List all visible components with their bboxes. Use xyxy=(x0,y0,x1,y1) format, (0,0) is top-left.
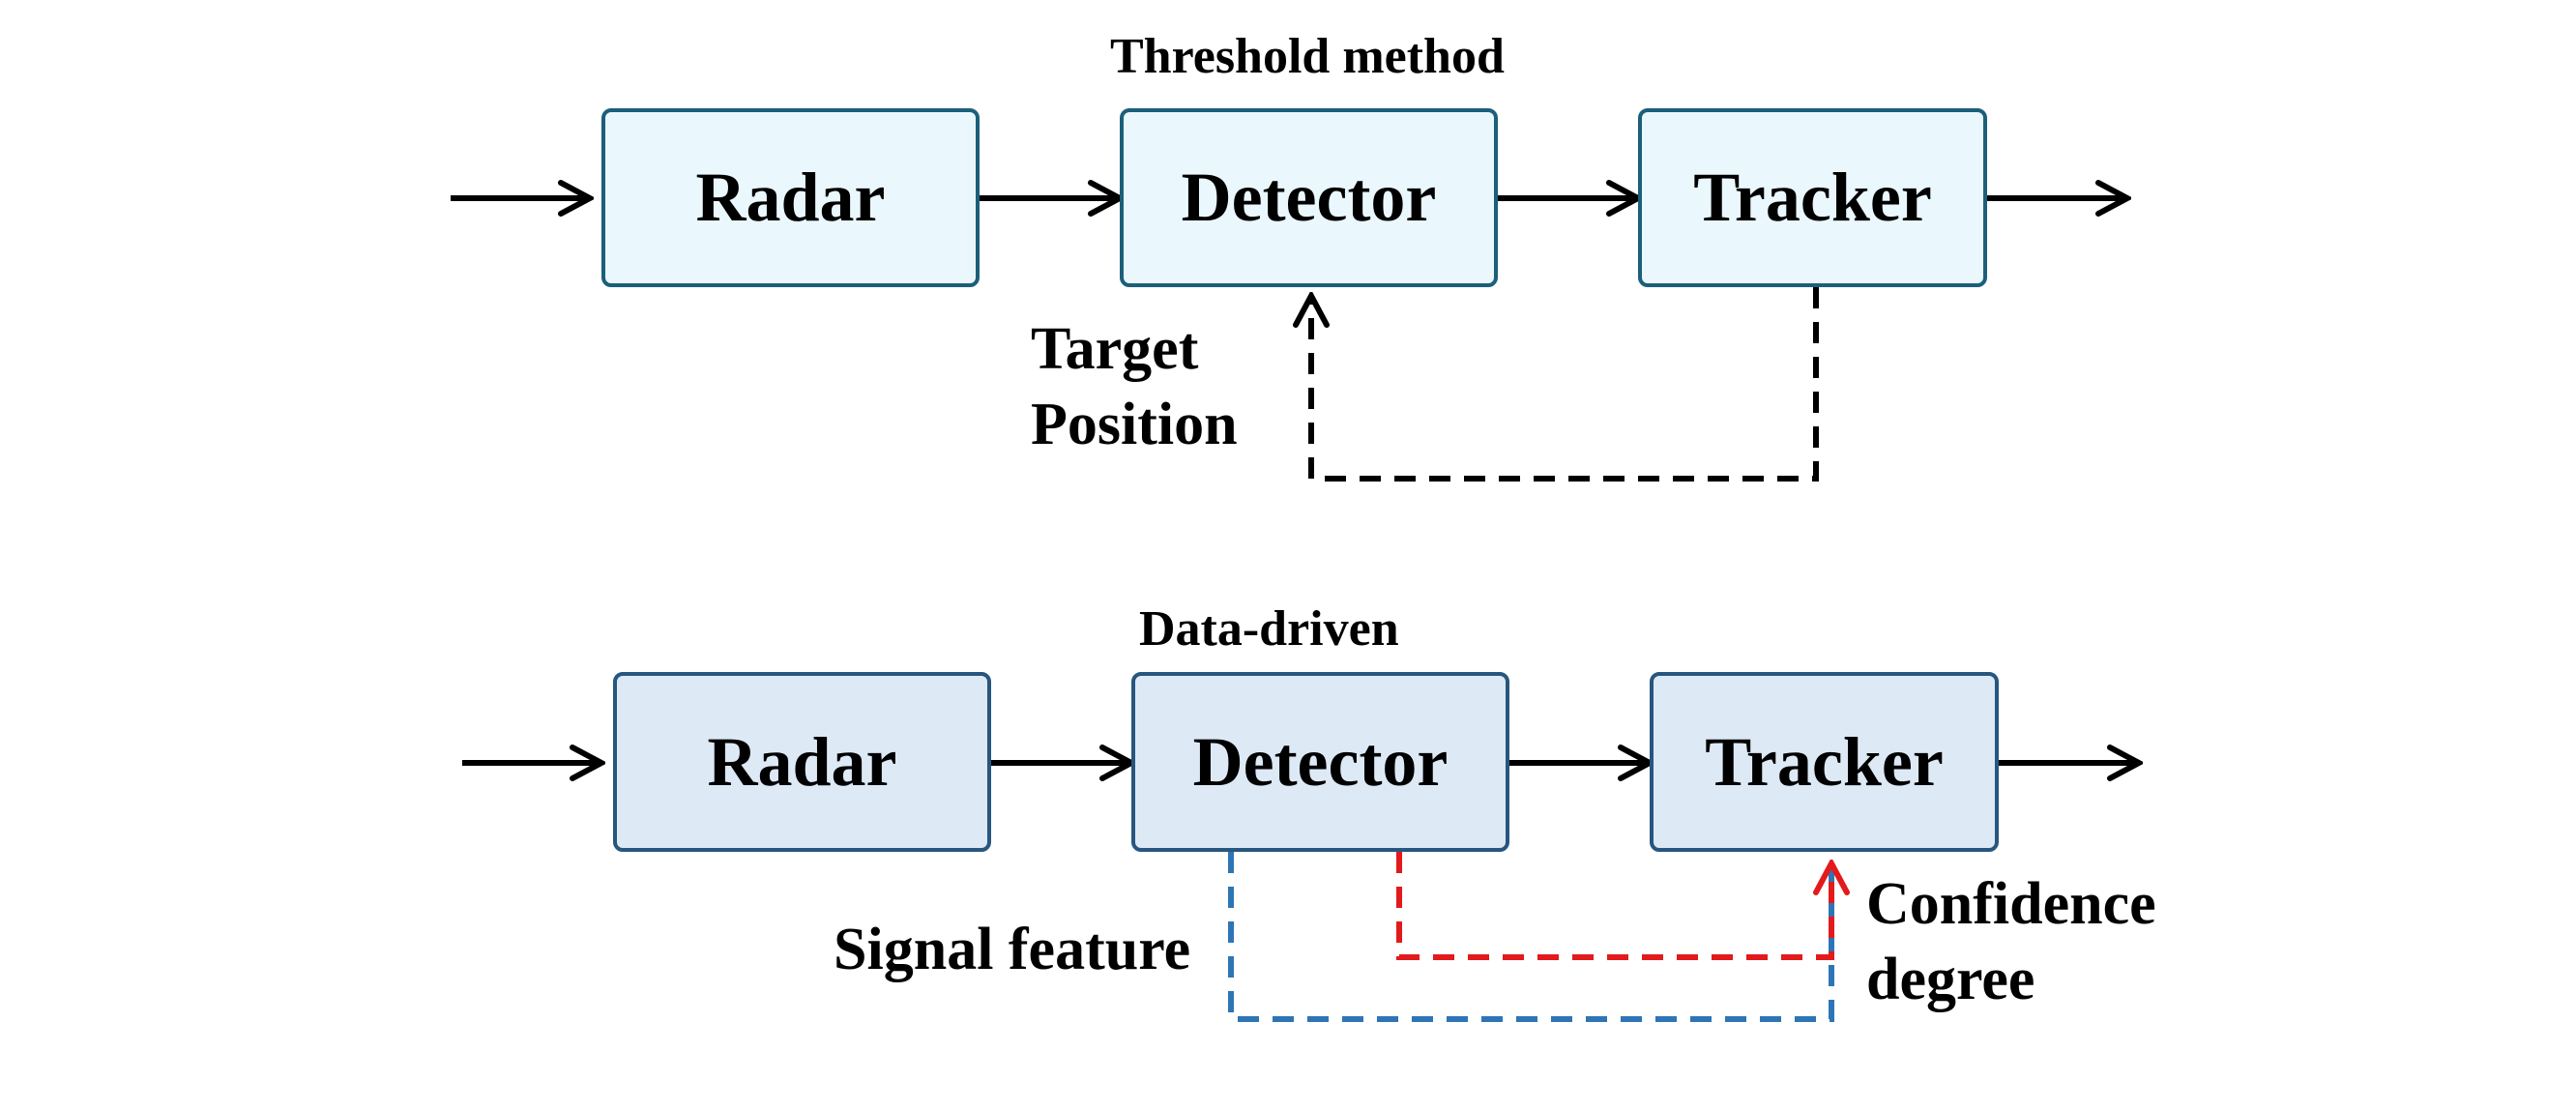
bottom-detector-block: Detector xyxy=(1131,672,1509,852)
top-tracker-label: Tracker xyxy=(1693,159,1932,236)
confidence-degree-line2: degree xyxy=(1866,947,2035,1012)
confidence-degree-label: Confidence degree xyxy=(1866,866,2156,1017)
top-feedback-path xyxy=(1311,287,1819,482)
bottom-detector-label: Detector xyxy=(1192,722,1449,801)
target-position-label: Target Position xyxy=(1031,311,1238,462)
signal-feature-path xyxy=(1228,852,1834,1022)
top-detector-block: Detector xyxy=(1120,108,1498,287)
bottom-tracker-block: Tracker xyxy=(1650,672,1999,852)
target-position-line1: Target xyxy=(1031,316,1199,382)
bottom-radar-block: Radar xyxy=(613,672,991,852)
bottom-radar-label: Radar xyxy=(707,722,897,801)
signal-feature-label: Signal feature xyxy=(834,917,1191,982)
top-tracker-block: Tracker xyxy=(1638,108,1987,287)
confidence-path xyxy=(1396,852,1831,960)
top-radar-block: Radar xyxy=(601,108,980,287)
target-position-line2: Position xyxy=(1031,392,1238,457)
bottom-section-title: Data-driven xyxy=(1139,601,1399,657)
bottom-tracker-label: Tracker xyxy=(1705,722,1944,801)
confidence-degree-line1: Confidence xyxy=(1866,871,2156,937)
top-radar-label: Radar xyxy=(695,159,886,236)
top-section-title: Threshold method xyxy=(1110,29,1505,84)
top-detector-label: Detector xyxy=(1181,159,1437,236)
